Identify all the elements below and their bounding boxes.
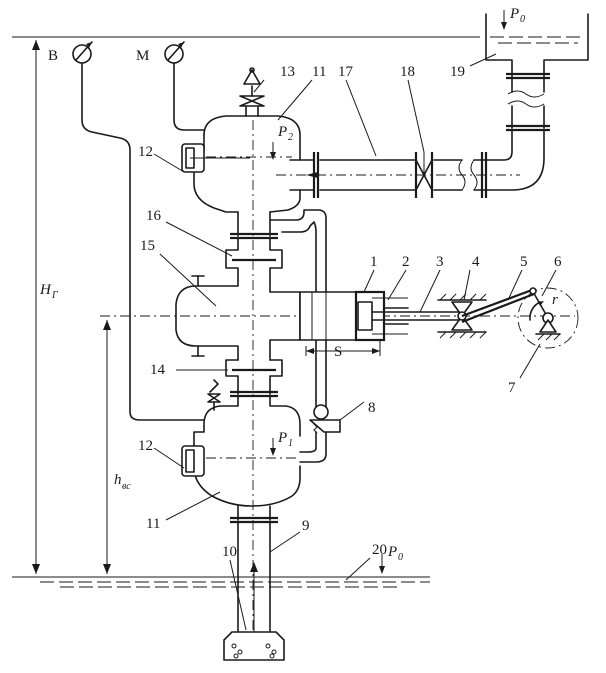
callout-10: 10 [222,544,237,560]
p0-bottom-label: P [387,544,397,560]
callout-13: 13 [280,64,295,80]
manometer-label: M [136,48,149,64]
p2-label: P [277,124,287,140]
callout-12-top: 12 [138,144,153,160]
callout-1: 1 [370,254,378,270]
pump-body-section-14 [225,359,283,398]
callout-numbers: 13 11 17 18 19 12 16 15 1 2 3 4 5 6 7 8 … [138,64,562,560]
vacuum-gauge-label: B [48,48,58,64]
gate-valve-18 [415,152,433,191]
callout-20: 20 [372,542,387,558]
hg-dimension: H Г [32,40,58,574]
upper-reservoir [485,13,589,71]
hg-label: H [39,282,52,298]
hvs-label: h [114,472,122,488]
gauge-lines [81,61,205,421]
callout-12-bottom: 12 [138,438,153,454]
hg-subscript: Г [51,290,58,301]
callout-14: 14 [150,362,166,378]
discharge-pipe [276,69,550,198]
callout-3: 3 [436,254,444,270]
upper-check-valve-12 [181,143,250,173]
crank-mechanism: r [461,287,579,349]
p0-top-label: P [509,6,519,22]
lower-reservoir-level [12,576,430,588]
callout-8: 8 [368,400,376,416]
pump-body-upper-pipe [225,209,327,401]
hvs-dimension: h вс [103,320,131,574]
stroke-label: S [334,344,342,360]
callout-16: 16 [146,208,162,224]
p0-top-subscript: 0 [520,14,525,25]
crosshead-guide-4 [437,293,487,339]
manometer-gauge: M [136,41,185,64]
hvs-subscript: вс [122,481,131,492]
pump-cylinder-body-15 [175,275,461,361]
p0-bottom-subscript: 0 [398,552,403,563]
p2-subscript: 2 [288,132,293,143]
leader-lines [153,53,557,631]
suction-air-chamber [181,379,301,507]
bypass-pipe [299,399,341,463]
callout-9: 9 [302,518,310,534]
vacuum-gauge: B [48,41,93,64]
callout-7: 7 [508,380,516,396]
callout-15: 15 [140,238,155,254]
pressure-air-chamber [186,67,301,213]
radius-label: r [552,292,558,308]
callout-5: 5 [520,254,528,270]
callout-4: 4 [472,254,480,270]
callout-11-top: 11 [312,64,326,80]
callout-2: 2 [402,254,410,270]
p1-subscript: 1 [288,438,293,449]
callout-19: 19 [450,64,465,80]
suction-pipe [223,505,285,661]
callout-18: 18 [400,64,415,80]
stroke-dimension: S [305,340,381,360]
callout-6: 6 [554,254,562,270]
p1-label: P [277,430,287,446]
callout-11-bottom: 11 [146,516,160,532]
callout-17: 17 [338,64,354,80]
pressure-labels: P 0 P 2 P 1 P 0 [277,6,525,574]
